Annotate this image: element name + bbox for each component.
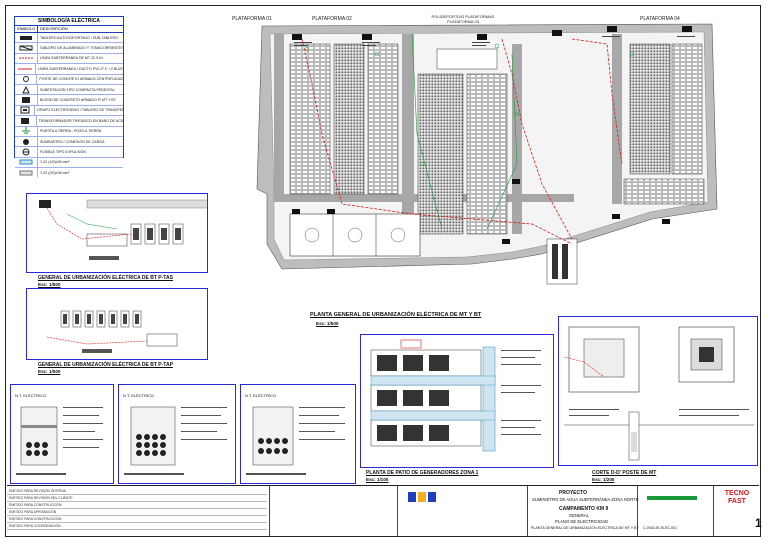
generator-icon: [20, 106, 30, 114]
legend-row: Y-22 (1/0)x35 mm²: [15, 157, 123, 169]
title-block: EMITIDO PARA REVISIÓN INTERNA EMITIDO PA…: [7, 485, 762, 536]
ptap-title: GENERAL DE URBANIZACIÓN ELÉCTRICA DE BT …: [38, 362, 173, 368]
legend-row: FUSIBLE TIPO EXPULSIÓN: [15, 147, 123, 158]
section-detail-3: N.T. ELÉCTRICO: [240, 384, 356, 484]
revision-row: EMITIDO PARA REVISIÓN DEL CLIENTE: [7, 495, 267, 503]
platform-label: PLATAFORMA 01: [232, 16, 272, 22]
platform-label: PLATAFORMA 02: [312, 16, 352, 22]
generator-yard-drawing: [370, 339, 541, 452]
legend-row: BUZÓN DE CONCRETO ARMADO P/ MT Y BT: [15, 95, 123, 106]
ground-icon: [22, 127, 30, 134]
legend-col-desc: DESCRIPCIÓN: [40, 26, 68, 31]
company-logo: TECNO FAST: [724, 490, 750, 505]
generator-yard-box: [360, 334, 554, 468]
bt-line-icon: [18, 68, 33, 70]
section-level-label: N.T. ELÉCTRICO: [245, 393, 277, 398]
electrical-legend: SIMBOLOGÍA ELÉCTRICA SÍMBOLO DESCRIPCIÓN…: [14, 16, 124, 178]
section-detail-2: N.T. ELÉCTRICO: [118, 384, 236, 484]
subpanel-icon: [19, 45, 33, 51]
ptas-plan-drawing: [39, 199, 238, 260]
legend-row: Y-22 (2/0)x35 mm²: [15, 168, 123, 178]
revision-row: EMITIDO PARA CONSTRUCCIÓN: [7, 516, 267, 524]
revision-row: EMITIDO PARA APROBACIÓN: [7, 509, 267, 517]
legend-row: TABLERO DE ALUMBRADO Y TOMACORRIENTES: [15, 43, 123, 54]
generator-yard-scale: Esc: 1/100: [366, 477, 389, 482]
corte-detail-box: [558, 316, 758, 466]
legend-col-symbol: SÍMBOLO: [15, 26, 38, 32]
hatch-icon: [19, 170, 33, 176]
stamp-bar: [647, 496, 697, 500]
section-level-label: N.T. ELÉCTRICO: [15, 393, 47, 398]
project-label: PROYECTO: [559, 490, 587, 496]
load-icon: [23, 138, 29, 145]
general-plan-scale: Esc: 1/500: [316, 321, 339, 326]
legend-row: POSTE DE CONCRETO ARMADO CENTRIFUGADO: [15, 74, 123, 85]
transformer-icon: [21, 117, 30, 124]
platform-label: PLATAFORMA 04: [640, 16, 680, 22]
substation-icon: [22, 85, 30, 94]
corte-title: CORTE D-D' POSTE DE MT: [592, 470, 657, 476]
drawing-subtitle: PLANTA GENERAL DE URBANIZACIÓN ELÉCTRICA…: [531, 526, 639, 530]
sheet-number: 1: [755, 516, 762, 530]
revision-row: EMITIDO PARA COORDINACIÓN: [7, 523, 267, 531]
manhole-icon: [22, 97, 30, 104]
legend-row: SUBESTACIÓN TIPO COMPACTA PEDESTAL: [15, 84, 123, 96]
mt-line-icon: [19, 57, 33, 59]
trench-section-drawing: [16, 406, 103, 475]
camp-name: CAMPAMENTO KM 9: [559, 506, 609, 512]
ptap-plan-drawing: [46, 310, 178, 353]
legend-row: TRANSFORMADOR TRIFÁSICO EN BAÑO DE ACEIT…: [15, 116, 123, 127]
general-plan-title: PLANTA GENERAL DE URBANIZACIÓN ELÉCTRICA…: [310, 312, 482, 318]
legend-header: SÍMBOLO DESCRIPCIÓN: [15, 26, 123, 33]
pole-section-drawing: [563, 326, 754, 461]
detail-ptas-box: [26, 193, 238, 273]
legend-row: LÍNEA SUBTERRÁNEA / DUCTO PVC-P 4" / 2 B…: [15, 64, 123, 75]
legend-title: SIMBOLOGÍA ELÉCTRICA: [15, 17, 123, 26]
revision-row: EMITIDO PARA REVISIÓN INTERNA: [7, 488, 267, 496]
hatch-icon: [19, 159, 33, 165]
ptas-scale: Esc: 1/500: [38, 282, 61, 287]
drawing-code: C-0002-IE-ELEC-001: [643, 526, 678, 530]
generator-yard-title: PLANTA DE PATIO DE GENERADORES ZONA 1: [366, 470, 479, 476]
detail-ptap-box: [26, 288, 208, 360]
section-detail-1: N.T. ELÉCTRICO: [10, 384, 114, 484]
ptap-scale: Esc: 1/500: [38, 369, 61, 374]
client-logo: [408, 492, 436, 502]
fuse-icon: [22, 148, 30, 156]
trench-section-drawing: [246, 406, 345, 475]
legend-row: PUESTA A TIERRA - POZO A TIERRA: [15, 126, 123, 137]
corte-scale: Esc: 1/200: [592, 477, 615, 482]
platform-label: POLIDEPORTIVO PLATAFORMAS PLATAFORMA 03: [431, 14, 495, 24]
panel-icon: [20, 35, 32, 40]
trench-section-drawing: [124, 406, 227, 475]
drawing-frame: [5, 5, 761, 537]
drawing-name: PLANO DE ELECTRICIDAD: [555, 519, 609, 524]
legend-row: GRUPO ELECTRÓGENO / TABLERO DE TRANSFERE…: [15, 105, 123, 117]
legend-row: TABLERO AUTOSOPORTADO / SUB-TABLERO: [15, 33, 123, 44]
section-level-label: N.T. ELÉCTRICO: [123, 393, 155, 398]
legend-row: SUMINISTRO / CONEXIÓN DE CARGA: [15, 136, 123, 148]
area-name: GENERAL: [569, 513, 590, 518]
ptas-title: GENERAL DE URBANIZACIÓN ELÉCTRICA DE BT …: [38, 275, 173, 281]
project-name: SUMINISTRO DE AGUA SUBTERRÁNEA ZONA NORT…: [532, 497, 639, 502]
revision-row: EMITIDO PARA CONSTRUCCIÓN: [7, 502, 267, 510]
pole-icon: [22, 76, 29, 83]
legend-row: LÍNEA SUBTERRÁNEA DE MT 22.9 kV: [15, 53, 123, 65]
general-site-plan: [256, 23, 718, 285]
